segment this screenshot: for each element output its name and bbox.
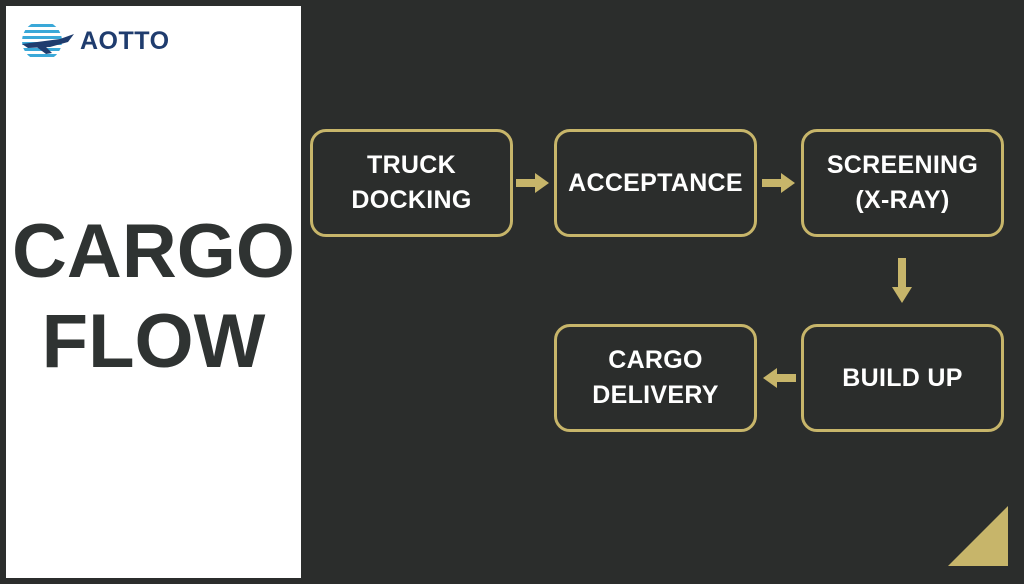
arrow-left-icon	[763, 368, 796, 388]
step-truck-docking: TRUCK DOCKING	[310, 129, 513, 237]
arrow-right-icon	[762, 173, 795, 193]
page-title-line-1: CARGO	[12, 209, 295, 294]
arrow-right-icon	[516, 173, 549, 193]
step-screening: SCREENING (X-RAY)	[801, 129, 1004, 237]
step-acceptance: ACCEPTANCE	[554, 129, 757, 237]
step-build-up: BUILD UP	[801, 324, 1004, 432]
page-title-line-2: FLOW	[41, 299, 266, 384]
corner-triangle-decoration	[948, 506, 1008, 566]
step-cargo-delivery: CARGO DELIVERY	[554, 324, 757, 432]
flow-diagram: TRUCK DOCKING ACCEPTANCE SCREENING (X-RA…	[301, 6, 1018, 578]
airplane-wave-logo-icon	[22, 21, 74, 61]
left-panel: AOTTO CARGO FLOW	[6, 6, 301, 578]
logo: AOTTO	[20, 20, 170, 62]
logo-text: AOTTO	[80, 26, 170, 55]
arrow-down-icon	[892, 258, 912, 303]
